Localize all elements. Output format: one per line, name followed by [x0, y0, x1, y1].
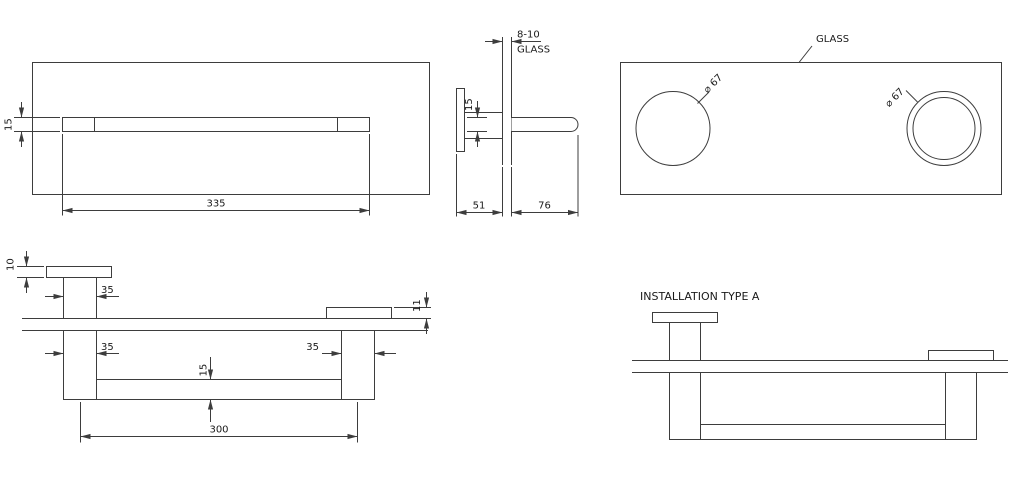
glass-callout: GLASS: [798, 34, 849, 63]
bar-joint-lines: [94, 117, 338, 132]
dimension-bar-height: 15: [4, 102, 60, 147]
dimension-wall-offsets: 51 76: [456, 135, 579, 217]
dim-label-10: 10: [6, 258, 17, 271]
glass-label: GLASS: [517, 45, 550, 56]
front-view: 15 335: [4, 62, 430, 216]
dimension-glass-11: 11: [394, 292, 431, 334]
section-view: 10 35 11 35 35: [6, 251, 431, 443]
top-view: ⌀ 67 ⌀ 67 GLASS: [620, 34, 1002, 195]
towel-bar-side: [511, 117, 579, 132]
dim-label-51: 51: [473, 201, 486, 212]
installation-title: INSTALLATION TYPE A: [640, 290, 760, 303]
install-towel-bar: [686, 424, 962, 440]
dim-label-300: 300: [209, 425, 228, 436]
dim-label-35-left: 35: [101, 342, 114, 353]
dim-label-35-right: 35: [306, 342, 319, 353]
install-right-top-flange: [928, 350, 994, 361]
install-left-top-flange: [652, 312, 718, 323]
dimension-side-bar-height: 15: [464, 98, 487, 147]
glass-label-top-view: GLASS: [816, 34, 849, 45]
dim-label-15-side: 15: [464, 98, 475, 111]
towel-bar-front: [62, 117, 370, 132]
dim-label-15-section: 15: [199, 364, 210, 377]
right-top-flange: [326, 307, 392, 319]
dim-label-15: 15: [4, 118, 15, 131]
dimension-post-top: 35: [45, 285, 119, 300]
flange-edge: [456, 88, 465, 152]
right-flange-inner-circle: [912, 97, 976, 160]
install-left-upper-post: [669, 322, 701, 361]
dim-label-35-top: 35: [101, 285, 114, 296]
left-top-flange: [46, 266, 112, 278]
dimension-span: 300: [80, 402, 358, 443]
dimension-glass-thickness: 8-10 GLASS: [485, 30, 550, 56]
towel-bar-section: [80, 379, 358, 400]
glass-shelf-lines: [22, 318, 428, 331]
right-flange-outer-circle: [906, 91, 982, 166]
glass-shelf-lines-install: [632, 360, 1008, 373]
right-lower-post: [341, 330, 375, 400]
dim-label-76: 76: [538, 201, 551, 212]
dim-label-335: 335: [206, 199, 225, 210]
mount-post-side: [464, 112, 503, 139]
glass-section-lines: [502, 37, 512, 165]
installation-view: INSTALLATION TYPE A: [632, 290, 1008, 440]
dimension-cap-height: 10: [6, 251, 44, 293]
install-right-lower-post: [945, 372, 977, 440]
left-upper-post: [63, 277, 97, 319]
dimension-bar-length: 335: [62, 134, 370, 216]
left-lower-post: [63, 330, 97, 400]
dim-label-8-10: 8-10: [517, 30, 540, 41]
dimension-post-right: 35: [306, 342, 396, 357]
install-left-lower-post: [669, 372, 701, 440]
side-view: 8-10 GLASS 15 51 76: [456, 30, 579, 217]
dim-label-11: 11: [412, 299, 423, 312]
dimension-post-left: 35: [45, 342, 119, 357]
left-flange-circle: [635, 91, 711, 166]
dimension-section-bar-height: 15: [199, 357, 214, 422]
